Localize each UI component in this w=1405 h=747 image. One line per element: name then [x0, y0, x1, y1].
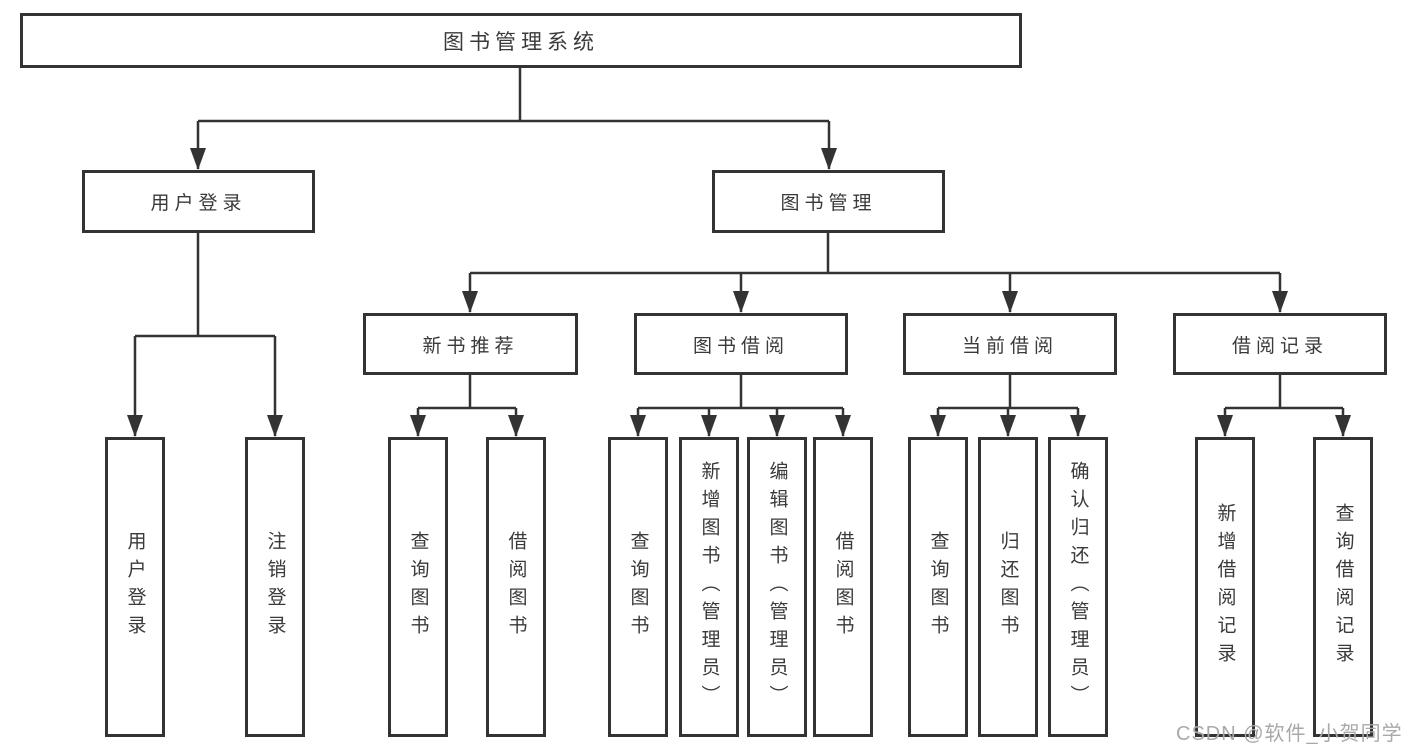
connector-new-book-recommend-to-leaves — [410, 375, 524, 437]
connector-current-borrow-to-leaves — [930, 375, 1086, 437]
node-book-management: 图书管理 — [712, 170, 945, 233]
node-library-management-system: 图书管理系统 — [20, 13, 1022, 68]
connector-book-management-to-level3 — [462, 233, 1288, 313]
leaf-query-books-current: 查询图书 — [908, 437, 968, 737]
leaf-confirm-return-admin: 确认归还（管理员） — [1048, 437, 1108, 737]
connector-borrow-records-to-leaves — [1217, 375, 1351, 437]
leaf-edit-book-admin: 编辑图书（管理员） — [747, 437, 807, 737]
leaf-query-books-recommend: 查询图书 — [388, 437, 448, 737]
connector-user-login-to-leaves — [127, 233, 283, 437]
watermark: CSDN @软件_小贺同学 — [1176, 723, 1403, 745]
leaf-query-books-borrow: 查询图书 — [608, 437, 668, 737]
node-user-login: 用户登录 — [82, 170, 315, 233]
connector-book-borrow-to-leaves — [630, 375, 851, 437]
leaf-user-login: 用户登录 — [105, 437, 165, 737]
node-current-borrow: 当前借阅 — [903, 313, 1117, 375]
node-new-book-recommend: 新书推荐 — [363, 313, 578, 375]
leaf-add-borrow-record: 新增借阅记录 — [1195, 437, 1255, 737]
leaf-add-book-admin: 新增图书（管理员） — [679, 437, 739, 737]
connector-root-to-level2 — [190, 68, 837, 170]
leaf-query-borrow-record: 查询借阅记录 — [1313, 437, 1373, 737]
leaf-return-book: 归还图书 — [978, 437, 1038, 737]
leaf-logout: 注销登录 — [245, 437, 305, 737]
leaf-borrow-books: 借阅图书 — [813, 437, 873, 737]
leaf-borrow-books-recommend: 借阅图书 — [486, 437, 546, 737]
node-borrow-records: 借阅记录 — [1173, 313, 1387, 375]
node-book-borrow: 图书借阅 — [634, 313, 848, 375]
